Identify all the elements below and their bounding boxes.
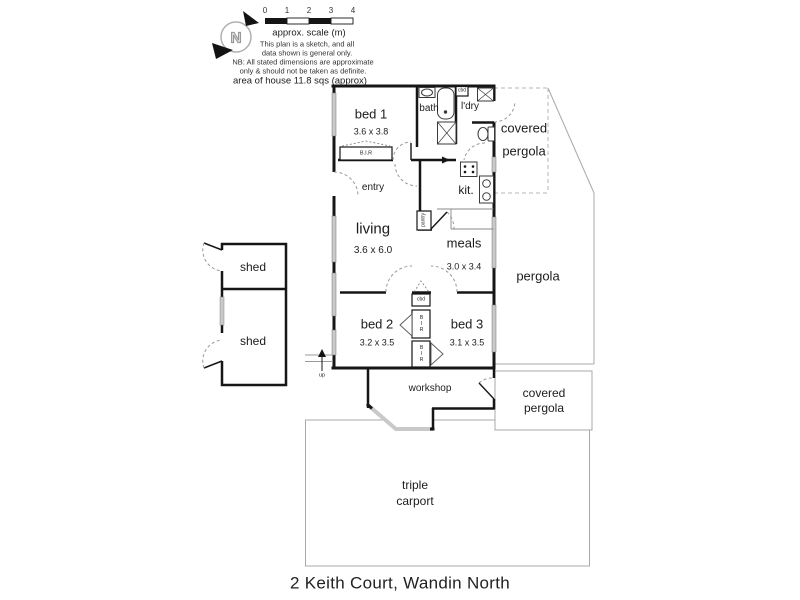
room-label-meals: meals <box>446 235 482 251</box>
shed-upper-label: shed <box>239 260 267 274</box>
room-dims-meals: 3.0 x 3.4 <box>446 261 482 272</box>
nb-note-line1: NB: All stated dimensions are approximat… <box>232 57 374 67</box>
covered-pergola-top-line2: pergola <box>502 143 546 159</box>
built-in-robes <box>339 85 469 368</box>
scale-caption: approx. scale (m) <box>272 27 346 39</box>
door-leaves <box>410 143 495 400</box>
room-dims-bed2: 3.2 x 3.5 <box>359 337 395 348</box>
carport-label-line2: carport <box>396 494 434 508</box>
window-markers <box>331 92 497 356</box>
scale-tick-3: 3 <box>328 6 334 15</box>
workshop-bay <box>365 396 435 432</box>
room-label-laundry: l'dry <box>460 101 480 112</box>
room-label-kitchen: kit. <box>458 183 474 197</box>
scale-tick-0: 0 <box>262 6 268 15</box>
page-title: 2 Keith Court, Wandin North <box>289 573 511 593</box>
cbd-hall-label: cbd <box>457 87 467 94</box>
scale-bar-icon <box>265 17 354 25</box>
covered-pergola-bottom-line1: covered <box>522 386 566 400</box>
steps-up-arrow <box>305 156 450 371</box>
covered-pergola-top-line1: covered <box>500 120 548 136</box>
bir-lower-label: BIR <box>418 345 425 363</box>
hall-direction-arrow <box>442 156 450 164</box>
pergola-outlines <box>494 87 595 431</box>
nb-note-line2: only & should not be taken as definite. <box>239 66 367 76</box>
shed-buildings <box>202 242 288 387</box>
pergola-label: pergola <box>516 268 560 284</box>
covered-pergola-bottom-line2: pergola <box>523 401 565 415</box>
pantry-label: pantry <box>420 213 427 227</box>
north-compass-icon <box>212 11 259 59</box>
bir-bed1-label: B.I.R <box>359 150 373 157</box>
carport-label-line1: triple <box>401 478 429 492</box>
compass-letter: N <box>230 29 242 47</box>
robe-door-arrows <box>399 312 444 367</box>
room-dims-bed1: 3.6 x 3.8 <box>353 126 389 137</box>
sketch-note-line2: data shown is general only. <box>261 48 353 58</box>
room-label-workshop: workshop <box>408 383 452 394</box>
room-dims-living: 3.6 x 6.0 <box>353 245 393 256</box>
room-label-living: living <box>355 220 391 238</box>
bathroom-kitchen-fixtures <box>418 87 495 230</box>
room-label-bath: bath <box>419 103 439 114</box>
room-label-entry: entry <box>361 182 385 193</box>
shed-lower-label: shed <box>239 334 267 348</box>
door-swings <box>333 100 516 384</box>
up-label: up <box>318 372 326 379</box>
cbd-bedrooms-label: cbd <box>416 296 426 303</box>
scale-tick-2: 2 <box>306 6 312 15</box>
room-label-bed1: bed 1 <box>354 106 388 122</box>
room-dims-bed3: 3.1 x 3.5 <box>449 337 485 348</box>
interior-walls <box>338 86 496 430</box>
room-label-bed3: bed 3 <box>450 316 484 332</box>
scale-tick-4: 4 <box>350 6 356 15</box>
room-label-bed2: bed 2 <box>360 316 394 332</box>
scale-tick-1: 1 <box>284 6 290 15</box>
bir-upper-label: BIR <box>418 315 425 333</box>
carport-outline <box>305 419 590 567</box>
area-note: area of house 11.8 sqs (approx) <box>233 75 367 87</box>
sketch-note-line1: This plan is a sketch, and all <box>259 39 355 49</box>
